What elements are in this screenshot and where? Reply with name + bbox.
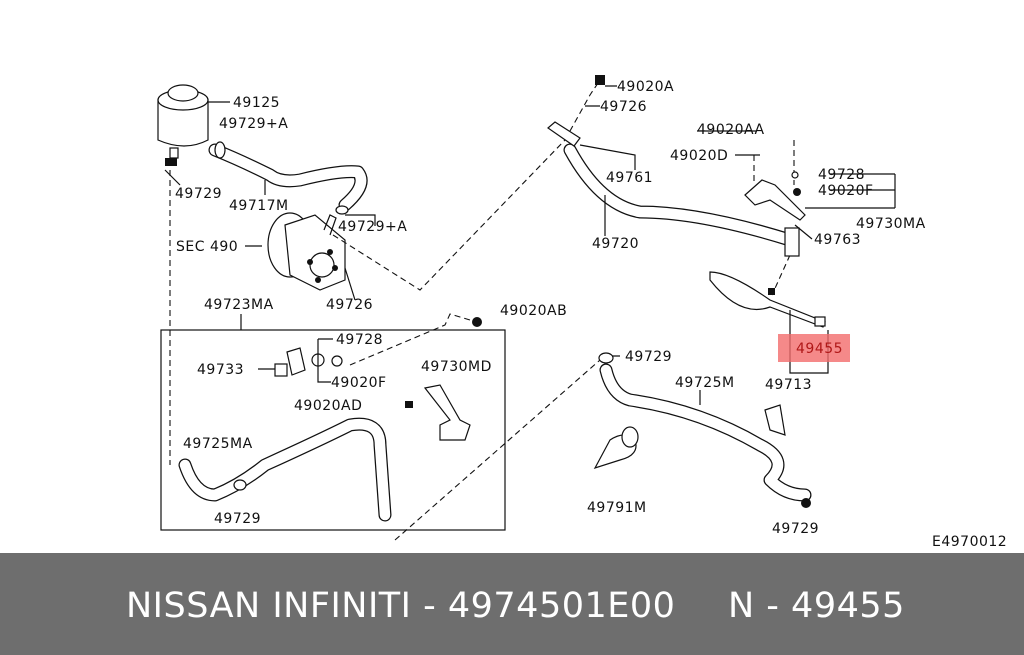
label-49726: 49726 xyxy=(326,297,373,313)
hose-49717M xyxy=(208,141,368,215)
label-49725M: 49725M xyxy=(675,375,735,391)
dashed-guide xyxy=(394,359,601,541)
dashed-guide xyxy=(771,254,791,296)
label-49726: 49726 xyxy=(600,99,647,115)
label-49761: 49761 xyxy=(606,170,653,186)
dashed-guide xyxy=(332,139,566,291)
label-49791M: 49791M xyxy=(587,500,647,516)
label-49717M: 49717M xyxy=(229,198,289,214)
label-sec-490: SEC 490 xyxy=(176,239,238,255)
label-49728: 49728 xyxy=(336,332,383,348)
reference-number: N - 49455 xyxy=(728,586,905,626)
bracket-49730MD xyxy=(405,384,471,441)
label-49723MA: 49723MA xyxy=(204,297,274,313)
label-49020AB: 49020AB xyxy=(500,303,567,319)
label-49733: 49733 xyxy=(197,362,244,378)
label-49729: 49729 xyxy=(214,511,261,527)
label-49729-a: 49729+A xyxy=(219,116,288,132)
hose-49720 xyxy=(547,75,800,257)
hose-49725M xyxy=(598,352,812,508)
label-49713: 49713 xyxy=(765,377,812,393)
label-49125: 49125 xyxy=(233,95,280,111)
mount-49733 xyxy=(258,338,343,383)
reservoir-49125 xyxy=(157,84,230,166)
group-box-49723MA xyxy=(160,329,506,531)
label-49720: 49720 xyxy=(592,236,639,252)
dashed-guide xyxy=(564,79,601,141)
label-49763: 49763 xyxy=(814,232,861,248)
diagram-code: E4970012 xyxy=(932,534,1007,550)
brand-part-number: NISSAN INFINITI - 4974501E00 xyxy=(126,586,676,626)
clamp-49791M xyxy=(593,426,639,470)
footer-bar: NISSAN INFINITI - 4974501E00 N - 49455 xyxy=(0,553,1024,655)
label-49730MD: 49730MD xyxy=(421,359,492,375)
bracket-49730MA xyxy=(744,171,896,221)
label-49729-a: 49729+A xyxy=(338,219,407,235)
label-49020AA: 49020AA xyxy=(697,122,765,138)
label-49020F: 49020F xyxy=(818,183,874,199)
dashed-guide xyxy=(349,313,471,366)
label-49729: 49729 xyxy=(625,349,672,365)
label-49725MA: 49725MA xyxy=(183,436,253,452)
parts-diagram: 49020A 49726 49125 49729+A 49020AA 49761… xyxy=(157,75,1007,550)
label-49729: 49729 xyxy=(175,186,222,202)
hose-49725MA xyxy=(178,417,392,522)
label-49020AD: 49020AD xyxy=(294,398,362,414)
label-49020A: 49020A xyxy=(617,79,674,95)
label-49455: 49455 xyxy=(796,341,843,357)
highlight-49455 xyxy=(778,334,850,362)
power-steering-pump xyxy=(267,212,346,291)
label-49729: 49729 xyxy=(772,521,819,537)
label-49728: 49728 xyxy=(818,167,865,183)
label-49020F: 49020F xyxy=(331,375,387,391)
label-49020D: 49020D xyxy=(670,148,728,164)
label-49730MA: 49730MA xyxy=(856,216,926,232)
